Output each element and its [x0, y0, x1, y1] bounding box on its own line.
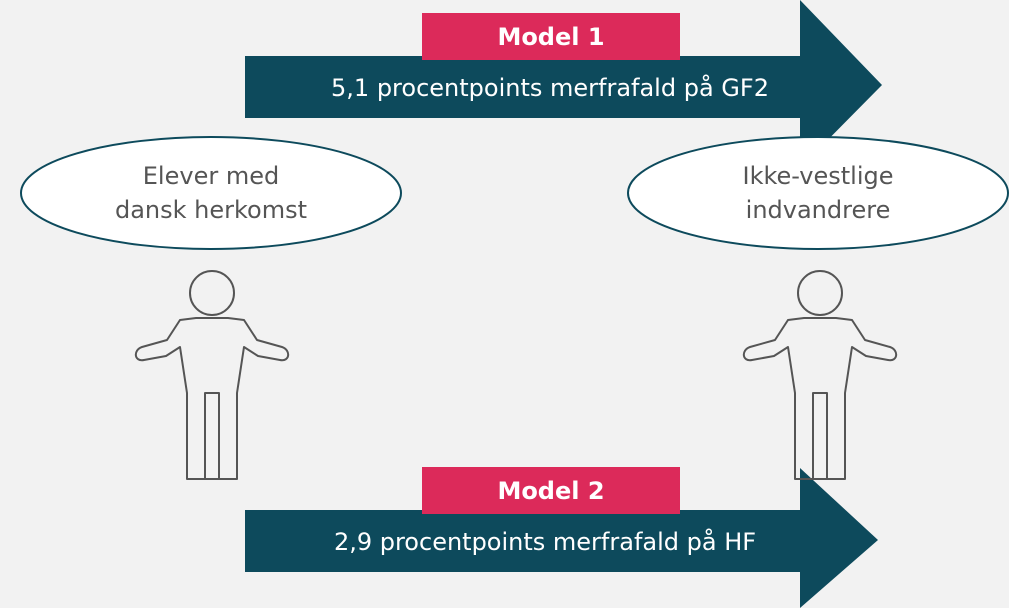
left-person-icon [134, 270, 290, 480]
right-group-ellipse [627, 136, 1009, 250]
left-group-label: Elever med dansk herkomst [41, 150, 381, 236]
right-group-line1: Ikke-vestlige [742, 162, 894, 190]
left-group-line1: Elever med [142, 162, 280, 190]
model1-result-text: 5,1 procentpoints merfrafald på GF2 [331, 74, 769, 102]
left-group-line2: dansk herkomst [114, 196, 308, 224]
model2-arrow [245, 468, 878, 608]
model1-arrow [245, 0, 882, 168]
right-person-icon [742, 270, 898, 480]
model2-tag: Model 2 [422, 467, 680, 514]
right-group-line2: indvandrere [745, 196, 891, 224]
left-group-ellipse [20, 136, 402, 250]
right-group-label: Ikke-vestlige indvandrere [648, 150, 988, 236]
model1-tag: Model 1 [422, 13, 680, 60]
model2-result-text: 2,9 procentpoints merfrafald på HF [333, 528, 757, 556]
